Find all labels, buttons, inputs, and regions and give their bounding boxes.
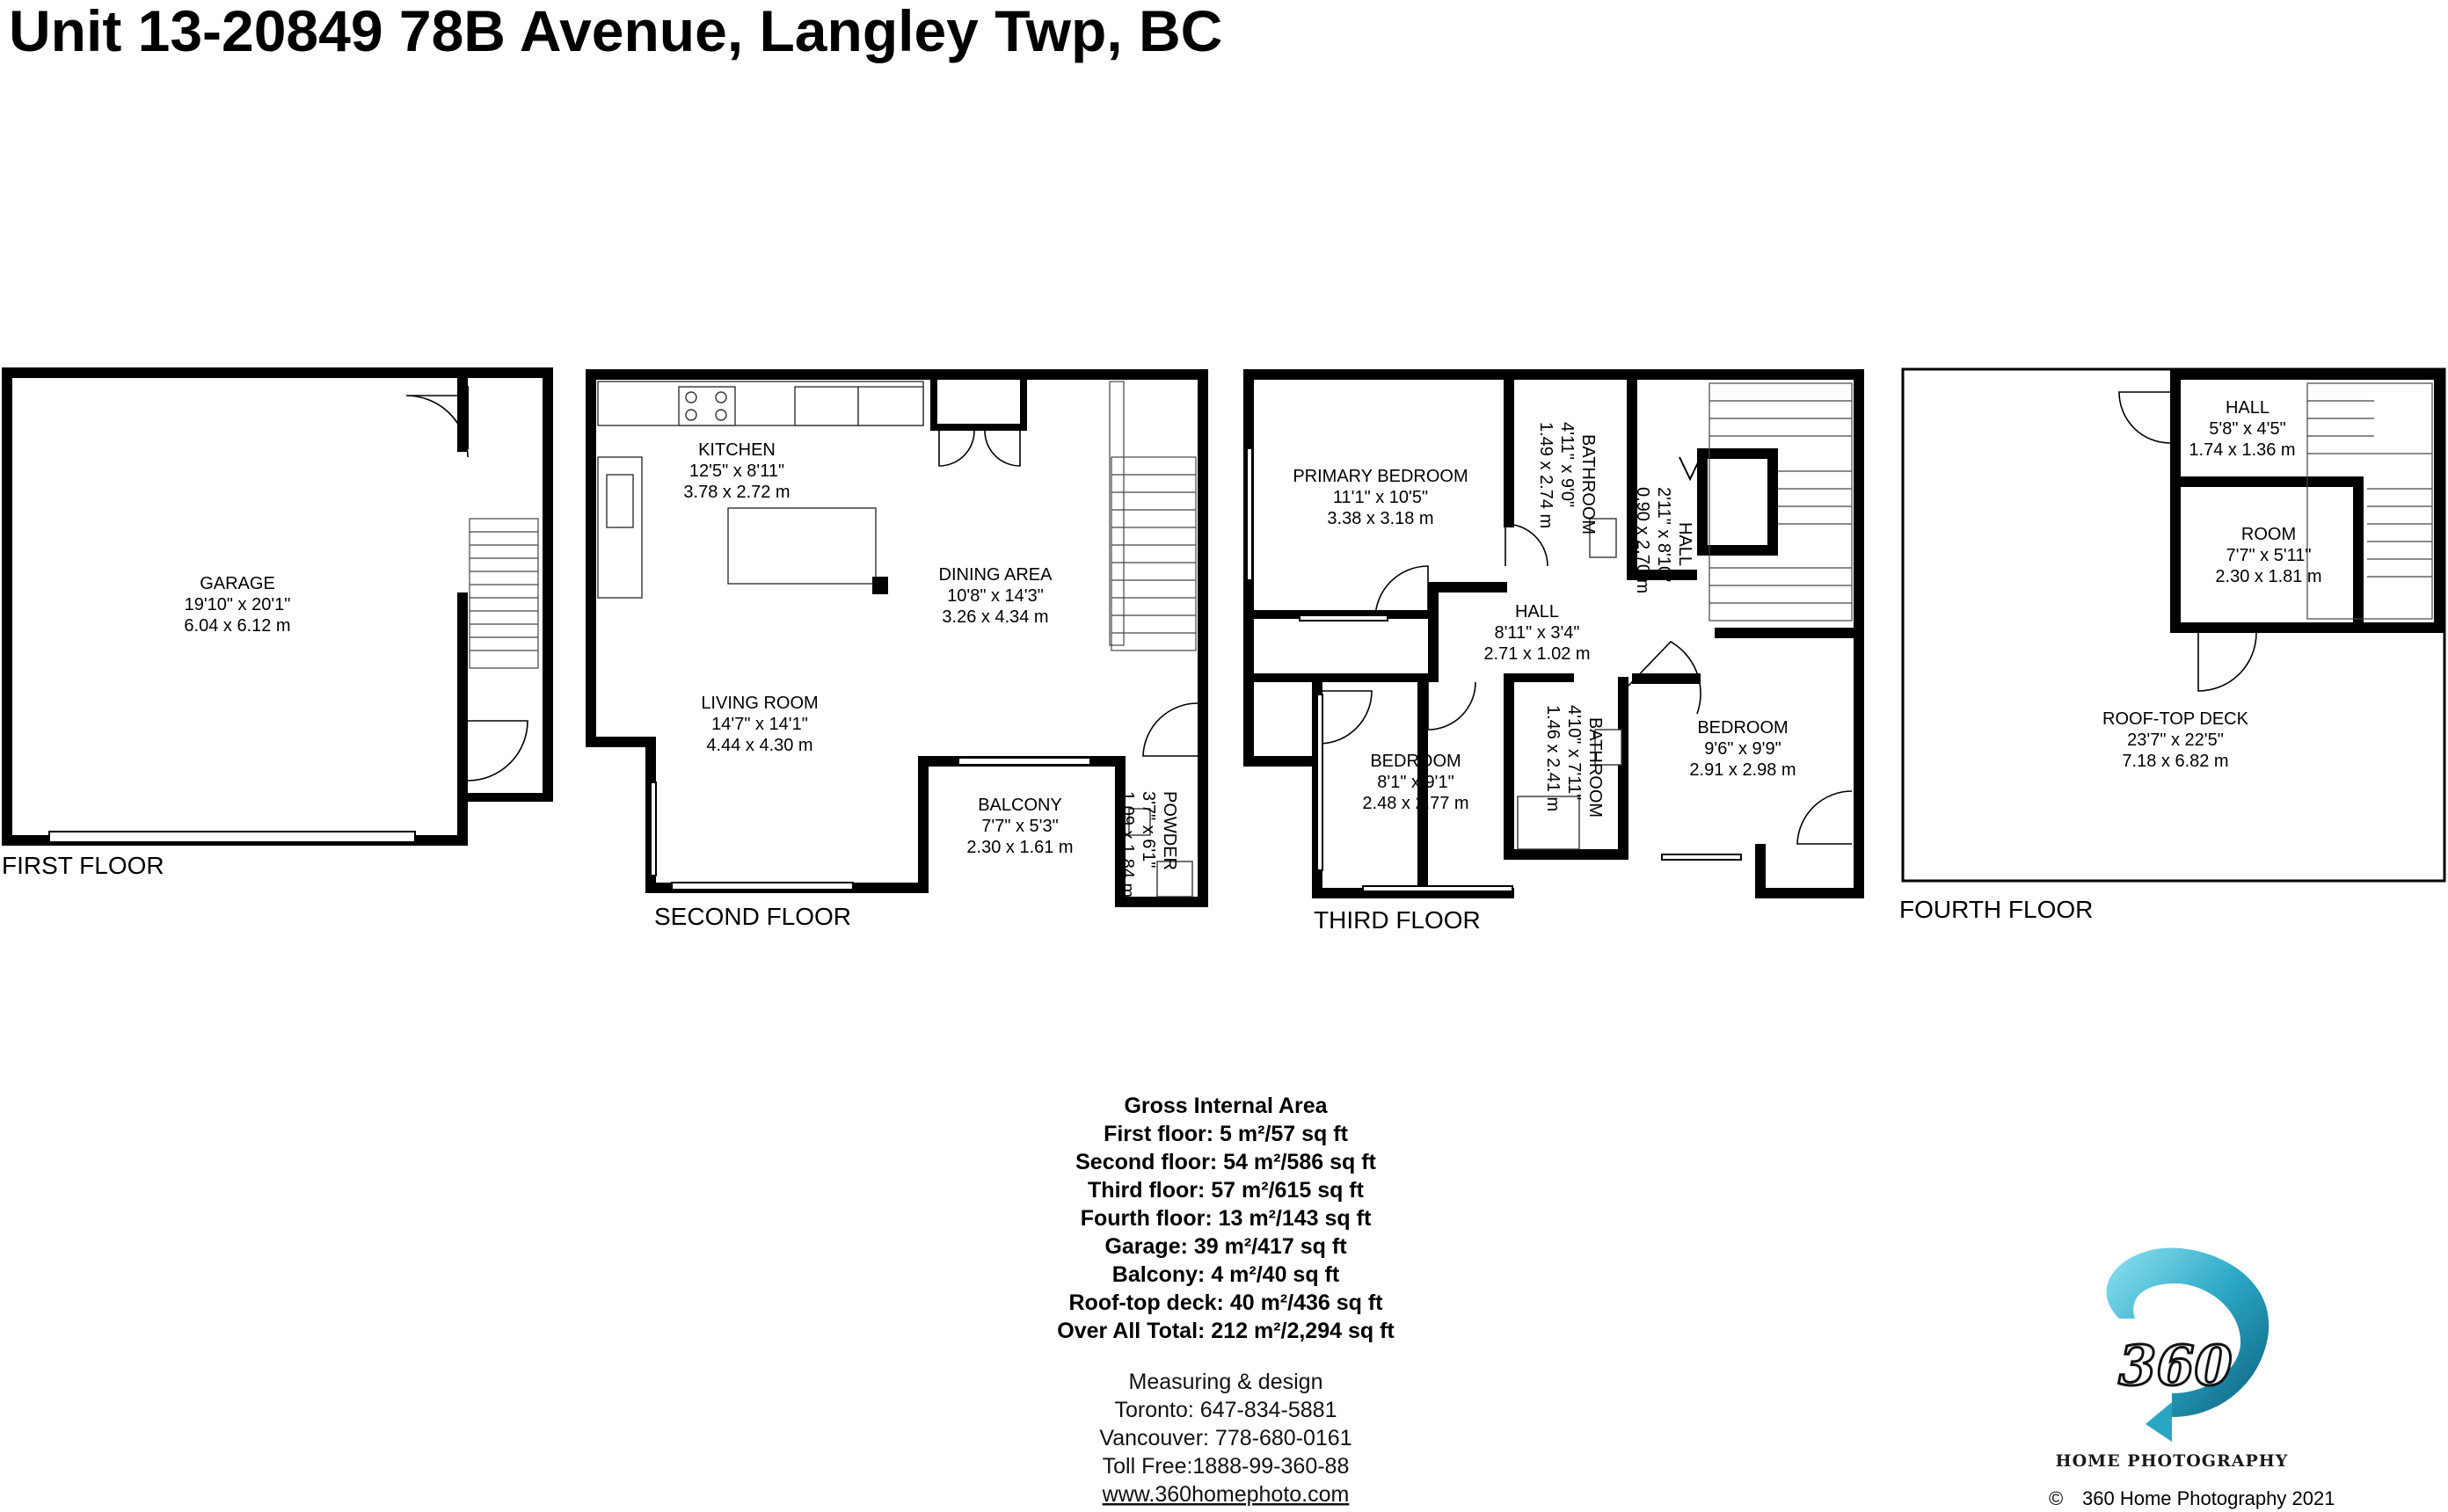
first-floor-label: FIRST FLOOR xyxy=(2,852,164,879)
right-bedroom-imperial: 9'6" x 9'9" xyxy=(1704,739,1781,759)
balcony-imperial: 7'7" x 5'3" xyxy=(981,817,1058,836)
contact-info: Measuring & design Toronto: 647-834-5881… xyxy=(1099,1370,1352,1507)
logo-swirl-icon xyxy=(2106,1247,2270,1417)
area-line: Garage: 39 m²/417 sq ft xyxy=(1104,1234,1347,1259)
logo-arrow-icon xyxy=(2146,1402,2172,1442)
fourth-hall-imperial: 5'8" x 4'5" xyxy=(2209,419,2285,439)
garage-metric: 6.04 x 6.12 m xyxy=(184,616,290,636)
area-line: Balcony: 4 m²/40 sq ft xyxy=(1112,1262,1340,1287)
right-bedroom-label: BEDROOM xyxy=(1697,718,1788,738)
living-label: LIVING ROOM xyxy=(701,694,818,713)
fourth-room-metric: 2.30 x 1.81 m xyxy=(2215,567,2321,586)
second-floor-plan: KITCHEN 12'5" x 8'11" 3.78 x 2.72 m DINI… xyxy=(586,369,1208,930)
primary-bedroom-imperial: 11'1" x 10'5" xyxy=(1333,488,1428,507)
logo-number: 360 xyxy=(2118,1334,2232,1398)
balcony-label: BALCONY xyxy=(978,796,1062,815)
right-bedroom-metric: 2.91 x 2.98 m xyxy=(1689,760,1796,780)
powder-label: POWDER xyxy=(1160,791,1179,870)
third-floor-label: THIRD FLOOR xyxy=(1314,906,1481,934)
area-summary-heading: Gross Internal Area xyxy=(1124,1094,1328,1118)
fourth-floor-label: FOURTH FLOOR xyxy=(1899,896,2093,923)
third-hall-imperial: 8'11" x 3'4" xyxy=(1494,623,1579,643)
living-imperial: 14'7" x 14'1" xyxy=(711,715,808,734)
first-floor-plan: GARAGE 19'10" x 20'1" 6.04 x 6.12 m FIRS… xyxy=(2,367,553,879)
lower-bathroom-imperial: 4'10" x 7'11" xyxy=(1564,705,1584,800)
left-bedroom-metric: 2.48 x 2.77 m xyxy=(1362,794,1468,813)
powder-imperial: 3'7" x 6'1" xyxy=(1139,791,1158,868)
deck-imperial: 23'7" x 22'5" xyxy=(2127,731,2224,750)
contact-tollfree: Toll Free:1888-99-360-88 xyxy=(1103,1454,1350,1479)
fourth-hall-label: HALL xyxy=(2226,398,2270,418)
second-floor-label: SECOND FLOOR xyxy=(654,903,851,930)
left-bedroom-label: BEDROOM xyxy=(1370,752,1461,771)
fourth-room-label: ROOM xyxy=(2241,525,2296,544)
left-bedroom-imperial: 8'1" x 9'1" xyxy=(1377,773,1454,792)
deck-label: ROOF-TOP DECK xyxy=(2102,709,2249,729)
narrow-hall-imperial: 2'11" x 8'10" xyxy=(1654,487,1673,582)
kitchen-metric: 3.78 x 2.72 m xyxy=(683,483,790,502)
dining-label: DINING AREA xyxy=(939,565,1053,585)
narrow-hall-metric: 0.90 x 2.70 m xyxy=(1633,487,1652,593)
lower-bathroom-metric: 1.46 x 2.41 m xyxy=(1543,705,1563,811)
contact-heading: Measuring & design xyxy=(1129,1370,1323,1394)
narrow-hall-label: HALL xyxy=(1675,522,1694,566)
website-link[interactable]: www.360homephoto.com xyxy=(1102,1482,1350,1507)
area-line: Roof-top deck: 40 m²/436 sq ft xyxy=(1069,1290,1384,1315)
garage-label: GARAGE xyxy=(200,574,275,593)
living-metric: 4.44 x 4.30 m xyxy=(706,736,812,755)
upper-bathroom-metric: 1.49 x 2.74 m xyxy=(1536,422,1556,528)
copyright-symbol: © xyxy=(2049,1487,2063,1509)
contact-toronto: Toronto: 647-834-5881 xyxy=(1115,1398,1337,1422)
powder-metric: 1.09 x 1.84 m xyxy=(1118,791,1137,898)
upper-bathroom-imperial: 4'11" x 9'0" xyxy=(1557,422,1577,507)
area-line: Fourth floor: 13 m²/143 sq ft xyxy=(1081,1206,1372,1231)
fourth-room-imperial: 7'7" x 5'11" xyxy=(2226,546,2311,565)
third-floor-plan: PRIMARY BEDROOM 11'1" x 10'5" 3.38 x 3.1… xyxy=(1243,369,1864,934)
area-line: Over All Total: 212 m²/2,294 sq ft xyxy=(1057,1319,1395,1343)
page-title: Unit 13-20849 78B Avenue, Langley Twp, B… xyxy=(9,0,1222,63)
logo-text: HOME PHOTOGRAPHY xyxy=(2056,1451,2289,1471)
lower-bathroom-label: BATHROOM xyxy=(1585,717,1605,818)
garage-imperial: 19'10" x 20'1" xyxy=(185,595,291,614)
area-summary: Gross Internal Area First floor: 5 m²/57… xyxy=(1057,1094,1395,1343)
area-line: First floor: 5 m²/57 sq ft xyxy=(1104,1122,1348,1146)
dining-metric: 3.26 x 4.34 m xyxy=(942,607,1048,627)
third-hall-metric: 2.71 x 1.02 m xyxy=(1483,644,1590,664)
area-line: Third floor: 57 m²/615 sq ft xyxy=(1088,1178,1365,1203)
fourth-floor-plan: HALL 5'8" x 4'5" 1.74 x 1.36 m ROOM 7'7"… xyxy=(1899,367,2446,923)
kitchen-imperial: 12'5" x 8'11" xyxy=(689,462,784,481)
area-line: Second floor: 54 m²/586 sq ft xyxy=(1075,1150,1376,1174)
primary-bedroom-label: PRIMARY BEDROOM xyxy=(1293,467,1468,486)
company-logo: 360 HOME PHOTOGRAPHY xyxy=(2056,1247,2289,1471)
primary-bedroom-metric: 3.38 x 3.18 m xyxy=(1327,509,1433,528)
balcony-metric: 2.30 x 1.61 m xyxy=(966,838,1073,857)
dining-imperial: 10'8" x 14'3" xyxy=(947,586,1044,606)
upper-bathroom-label: BATHROOM xyxy=(1578,434,1598,534)
fourth-hall-metric: 1.74 x 1.36 m xyxy=(2189,440,2295,460)
third-hall-label: HALL xyxy=(1515,602,1559,622)
copyright-text: 360 Home Photography 2021 xyxy=(2082,1487,2335,1509)
contact-vancouver: Vancouver: 778-680-0161 xyxy=(1099,1426,1352,1450)
deck-metric: 7.18 x 6.82 m xyxy=(2122,752,2228,771)
kitchen-label: KITCHEN xyxy=(698,440,776,460)
